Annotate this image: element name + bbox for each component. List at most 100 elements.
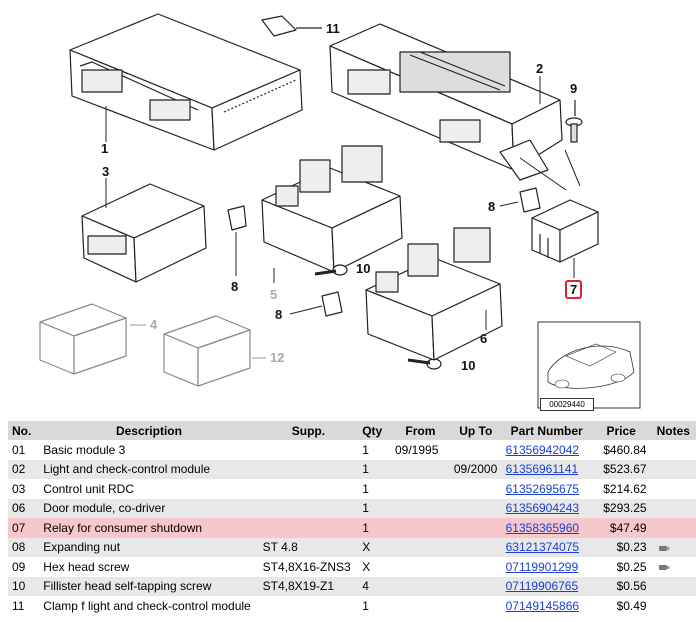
wrench-icon[interactable] [658, 563, 670, 572]
cell-no: 06 [8, 498, 40, 518]
part-number-link[interactable]: 61356942042 [505, 442, 580, 457]
header-part-number: Part Number [501, 421, 592, 440]
cell-part-number[interactable]: 61358365960 [501, 518, 592, 538]
header-from: From [390, 421, 450, 440]
part-number-link[interactable]: 63121374075 [505, 540, 580, 555]
cell-no: 09 [8, 557, 40, 577]
cell-description: Clamp f light and check-control module [39, 596, 259, 616]
part-number-link[interactable]: 61356961141 [505, 462, 579, 477]
part-number-link[interactable]: 61356904243 [505, 501, 580, 516]
part-8-expanding-nut-b[interactable] [519, 187, 541, 213]
part-number-link[interactable]: 61352695675 [505, 481, 580, 496]
cell-part-number[interactable]: 61356942042 [501, 440, 592, 460]
callout-11[interactable]: 11 [326, 21, 340, 36]
cell-no: 07 [8, 518, 40, 538]
part-12-relay[interactable] [163, 315, 251, 387]
cell-qty: X [358, 557, 391, 577]
part-number-link[interactable]: 07119901299 [505, 559, 579, 574]
cell-part-number[interactable]: 07149145866 [501, 596, 592, 616]
parts-diagram [39, 13, 641, 409]
cell-description: Light and check-control module [39, 459, 259, 479]
callout-9[interactable]: 9 [570, 81, 578, 96]
cell-no: 03 [8, 479, 40, 499]
cell-from [390, 459, 450, 479]
cell-price: $293.25 [591, 498, 651, 518]
wrench-icon[interactable] [658, 544, 670, 553]
cell-description: Fillister head self-tapping screw [39, 576, 259, 596]
part-11-clamp[interactable] [261, 15, 322, 37]
header-up-to: Up To [449, 421, 502, 440]
cell-from [390, 537, 450, 557]
cell-part-number[interactable]: 07119906765 [501, 576, 592, 596]
cell-part-number[interactable]: 63121374075 [501, 537, 592, 557]
cell-no: 01 [8, 440, 40, 460]
callout-4[interactable]: 4 [150, 317, 158, 332]
cell-description: Expanding nut [39, 537, 259, 557]
cell-up-to [449, 479, 502, 499]
cell-qty: 1 [358, 459, 391, 479]
part-5-module[interactable] [261, 145, 403, 273]
cell-up-to [449, 576, 502, 596]
callout-3[interactable]: 3 [102, 164, 110, 179]
cell-up-to [449, 596, 502, 616]
cell-part-number[interactable]: 61356904243 [501, 498, 592, 518]
header-supp: Supp. [258, 421, 359, 440]
part-number-link[interactable]: 61358365960 [505, 520, 580, 535]
part-9-screw[interactable] [565, 100, 583, 143]
cell-from [390, 557, 450, 577]
cell-supp: ST4,8X19-Z1 [258, 576, 359, 596]
callout-12[interactable]: 12 [270, 350, 285, 365]
callout-10-a[interactable]: 10 [356, 261, 371, 276]
callout-2[interactable]: 2 [536, 61, 544, 76]
cell-supp [258, 518, 359, 538]
part-8-expanding-nut-a[interactable] [227, 205, 247, 231]
part-10-screw-a[interactable] [314, 264, 348, 276]
callout-1[interactable]: 1 [101, 141, 109, 156]
part-10-screw-b[interactable] [407, 358, 442, 370]
cell-part-number[interactable]: 61352695675 [501, 479, 592, 499]
cell-supp [258, 440, 359, 460]
part-1-basic-module[interactable] [69, 13, 303, 151]
cell-part-number[interactable]: 07119901299 [501, 557, 592, 577]
cell-price: $0.25 [591, 557, 651, 577]
cell-notes [650, 459, 696, 479]
cell-notes [650, 518, 696, 538]
part-8-expanding-nut-c[interactable] [321, 291, 343, 317]
part-7-relay[interactable] [531, 199, 599, 263]
cell-supp: ST 4.8 [258, 537, 359, 557]
callout-8-b[interactable]: 8 [231, 279, 239, 294]
part-6-door-module[interactable] [365, 227, 503, 361]
part-number-link[interactable]: 07149145866 [505, 598, 580, 613]
cell-description: Hex head screw [39, 557, 259, 577]
header-notes: Notes [650, 421, 696, 440]
callout-7[interactable]: 7 [565, 280, 583, 299]
table-header-row: No. Description Supp. Qty From Up To Par… [8, 421, 696, 440]
part-2-light-module[interactable] [329, 23, 563, 181]
part-4-relay[interactable] [39, 303, 127, 375]
callout-8-a[interactable]: 8 [488, 199, 496, 214]
part-3-control-unit-rdc[interactable] [81, 183, 207, 283]
vehicle-thumbnail [537, 321, 641, 409]
part-number-link[interactable]: 07119906765 [505, 579, 579, 594]
cell-from: 09/1995 [390, 440, 450, 460]
callout-5[interactable]: 5 [270, 287, 278, 302]
callout-8-c[interactable]: 8 [275, 307, 283, 322]
cell-description: Basic module 3 [39, 440, 259, 460]
cell-part-number[interactable]: 61356961141 [501, 459, 592, 479]
cell-qty: 1 [358, 596, 391, 616]
cell-notes [650, 537, 696, 557]
cell-description: Relay for consumer shutdown [39, 518, 259, 538]
callout-10-b[interactable]: 10 [461, 358, 476, 373]
cell-qty: 1 [358, 479, 391, 499]
callout-6[interactable]: 6 [480, 331, 488, 346]
cell-price: $0.23 [591, 537, 651, 557]
